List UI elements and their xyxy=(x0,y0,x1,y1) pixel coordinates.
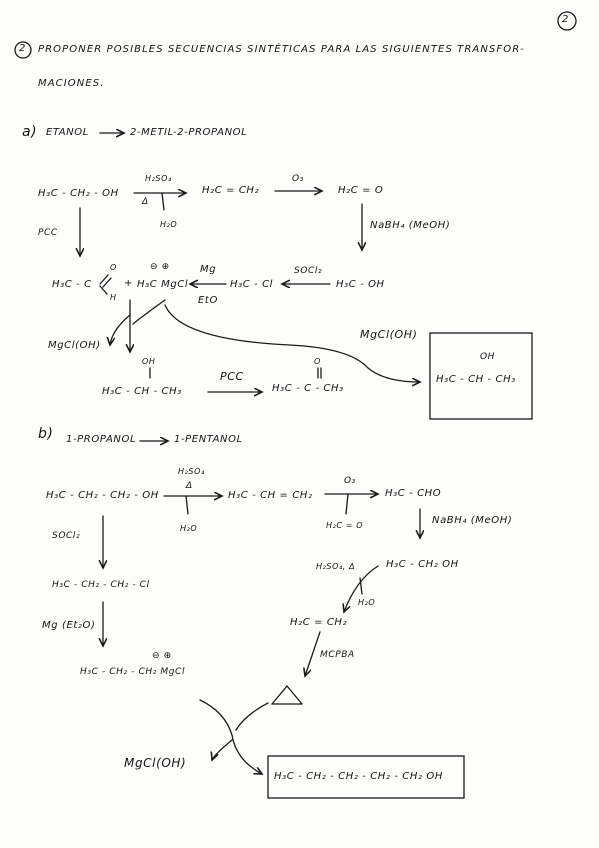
methanol-a: H₃C - OH xyxy=(336,279,385,290)
water-out2-b: H₂O xyxy=(358,598,376,607)
mg-ether-b: Mg (Et₂O) xyxy=(42,620,96,631)
arrow-byproduct-left-a xyxy=(110,314,131,345)
isopropanol-oh-a: OH xyxy=(142,357,156,366)
ozone-b: O₃ xyxy=(344,476,356,486)
page-number: 2 xyxy=(562,14,569,25)
problem-number-circle xyxy=(14,41,32,59)
formaldehyde-a: H₂C = O xyxy=(338,185,384,196)
acetone-a: H₃C - C - CH₃ xyxy=(272,383,344,394)
plus-a: + xyxy=(124,278,133,289)
arrow-addition-b xyxy=(199,699,262,774)
arrow-epoxidation-b xyxy=(305,631,321,676)
part-a-target: 2-METIL-2-PROPANOL xyxy=(130,127,248,138)
product-a: H₃C - CH - CH₃ xyxy=(436,374,516,385)
nabh4-a: NaBH₄ (MeOH) xyxy=(370,220,451,231)
nabh4-b: NaBH₄ (MeOH) xyxy=(432,515,513,526)
part-b-target: 1-PENTANOL xyxy=(174,434,243,445)
grignard-b: H₃C - CH₂ - CH₂ MgCl xyxy=(80,667,186,677)
acetaldehyde-h-a: H xyxy=(110,293,117,302)
problem-title-line1: PROPONER POSIBLES SECUENCIAS SINTÉTICAS … xyxy=(38,44,525,55)
mcpba-b: MCPBA xyxy=(320,650,355,660)
part-b-label: b) xyxy=(38,426,54,442)
ethanol-b: H₃C - CH₂ OH xyxy=(386,559,459,570)
h2so4-heat-b: H₂SO₄, Δ xyxy=(316,562,356,571)
product-box-b xyxy=(267,755,465,799)
product-b: H₃C - CH₂ - CH₂ - CH₂ - CH₂ OH xyxy=(274,771,443,782)
water-b: H₂O xyxy=(180,524,198,533)
arrow-to-product-a xyxy=(164,304,420,382)
ethanol-a: H₃C - CH₂ - OH xyxy=(38,188,119,199)
ether-a: EtO xyxy=(198,295,218,306)
charges-a: ⊖ ⊕ xyxy=(150,262,170,272)
byproduct-left-a: MgCl(OH) xyxy=(48,340,101,351)
arrow-dehydration-b2 xyxy=(344,565,379,612)
h2so4-b: H₂SO₄ xyxy=(178,467,205,476)
mg-a: Mg xyxy=(200,264,217,275)
acetaldehyde-o-a: O xyxy=(110,263,117,272)
pcc-right-a: PCC xyxy=(220,370,244,383)
socl2-b: SOCl₂ xyxy=(52,531,81,541)
water-out-branch-a xyxy=(161,192,165,211)
acetone-o-a: O xyxy=(314,357,321,366)
product-box-a xyxy=(429,332,533,420)
part-b-start: 1-PROPANOL xyxy=(66,434,137,445)
part-a-label: a) xyxy=(22,124,38,140)
problem-number: 2 xyxy=(19,43,26,54)
acetaldehyde-b: H₃C - CHO xyxy=(385,488,442,499)
propanol-b: H₃C - CH₂ - CH₂ - OH xyxy=(46,490,159,501)
isopropanol-a: H₃C - CH - CH₃ xyxy=(102,386,182,397)
ethene-a: H₂C = CH₂ xyxy=(202,185,260,196)
byproduct-right-a: MgCl(OH) xyxy=(360,328,418,341)
part-a-start: ETANOL xyxy=(46,127,89,138)
propyl-chloride-b: H₃C - CH₂ - CH₂ - Cl xyxy=(52,580,150,590)
h2so4-a: H₂SO₄ xyxy=(145,174,172,183)
heat-a: Δ xyxy=(142,197,149,207)
problem-title-line2: MACIONES. xyxy=(38,78,105,89)
propene-b: H₃C - CH = CH₂ xyxy=(228,490,313,501)
water-a: H₂O xyxy=(160,220,178,229)
socl2-a: SOCl₂ xyxy=(294,266,323,276)
pcc-down-a: PCC xyxy=(38,228,58,238)
acetaldehyde-a: H₃C - C xyxy=(52,279,92,290)
heat-b: Δ xyxy=(186,481,193,491)
ethene-b: H₂C = CH₂ xyxy=(290,617,348,628)
formaldehyde-out-b: H₂C = O xyxy=(326,521,364,530)
methyl-chloride-a: H₃C - Cl xyxy=(230,279,274,290)
byproduct-b: MgCl(OH) xyxy=(124,756,187,770)
product-oh-a: OH xyxy=(480,352,496,362)
epoxide-drawing xyxy=(271,685,303,705)
ozone-a: O₃ xyxy=(292,174,304,184)
arrow-byproduct-b xyxy=(212,739,233,760)
charges-b: ⊖ ⊕ xyxy=(152,651,172,661)
grignard-a: H₃C MgCl xyxy=(137,279,189,290)
page-number-circle xyxy=(557,11,577,31)
